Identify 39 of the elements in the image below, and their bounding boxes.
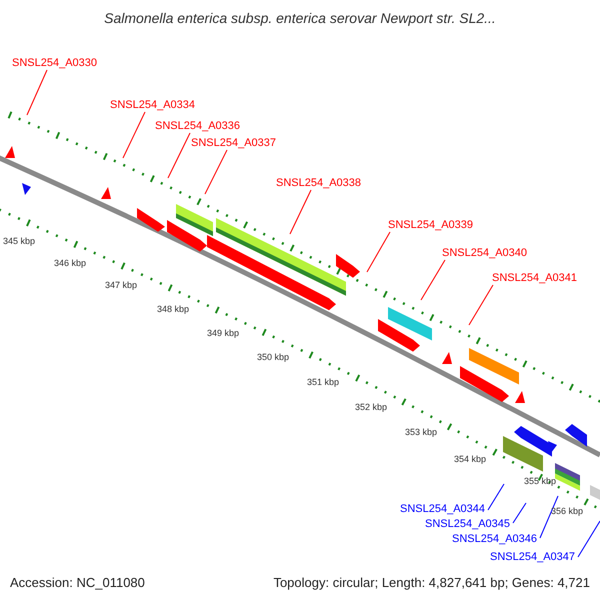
gene-label: SNSL254_A0334 <box>110 99 196 111</box>
gene-label: SNSL254_A0346 <box>452 533 538 545</box>
scale-label: 349 kbp <box>207 328 240 339</box>
gene-label: SNSL254_A0330 <box>12 57 98 69</box>
scale-label: 350 kbp <box>257 352 290 363</box>
scale-label: 352 kbp <box>355 402 388 413</box>
gene-label: SNSL254_A0345 <box>425 518 510 530</box>
gene-label: SNSL254_A0340 <box>442 247 528 259</box>
gene-label: SNSL254_A0341 <box>492 272 578 284</box>
scale-label: 354 kbp <box>454 454 486 465</box>
scale-label: 346 kbp <box>54 258 86 269</box>
scale-label: 347 kbp <box>105 280 138 291</box>
leader-line <box>488 484 504 510</box>
scale-label: 351 kbp <box>307 377 340 388</box>
scale-label: 345 kbp <box>3 236 36 247</box>
gene-label: SNSL254_A0337 <box>191 137 276 149</box>
gene-label: SNSL254_A0339 <box>388 219 474 231</box>
leader-line <box>578 520 600 558</box>
leader-line <box>540 496 558 538</box>
leader-line <box>366 232 390 272</box>
scale-label: 355 kbp <box>524 476 556 487</box>
footer-text: Accession: NC_011080 <box>10 575 145 590</box>
gene-label: SNSL254_A0344 <box>400 503 486 515</box>
scale-label: 353 kbp <box>405 427 438 438</box>
scale-label: 356 kbp <box>551 506 584 517</box>
title: Salmonella enterica subsp. enterica serovar Newport str. SL2... <box>103 10 497 27</box>
gene-label: SNSL254_A0338 <box>276 177 362 189</box>
leader-line <box>290 190 312 234</box>
leader-line <box>468 284 494 326</box>
gene-label: SNSL254_A0347 <box>490 551 576 563</box>
leader-line <box>168 132 190 178</box>
leader-line <box>512 502 526 524</box>
scale-label: 348 kbp <box>157 304 190 315</box>
footer-text: Topology: circular; Length: 4,827,641 bp; Genes: 4,721 <box>273 575 590 590</box>
gene-label: SNSL254_A0336 <box>155 120 240 132</box>
leader-line <box>420 260 446 300</box>
leader-line <box>122 112 146 158</box>
leader-line <box>26 70 48 116</box>
leader-line <box>204 150 228 194</box>
